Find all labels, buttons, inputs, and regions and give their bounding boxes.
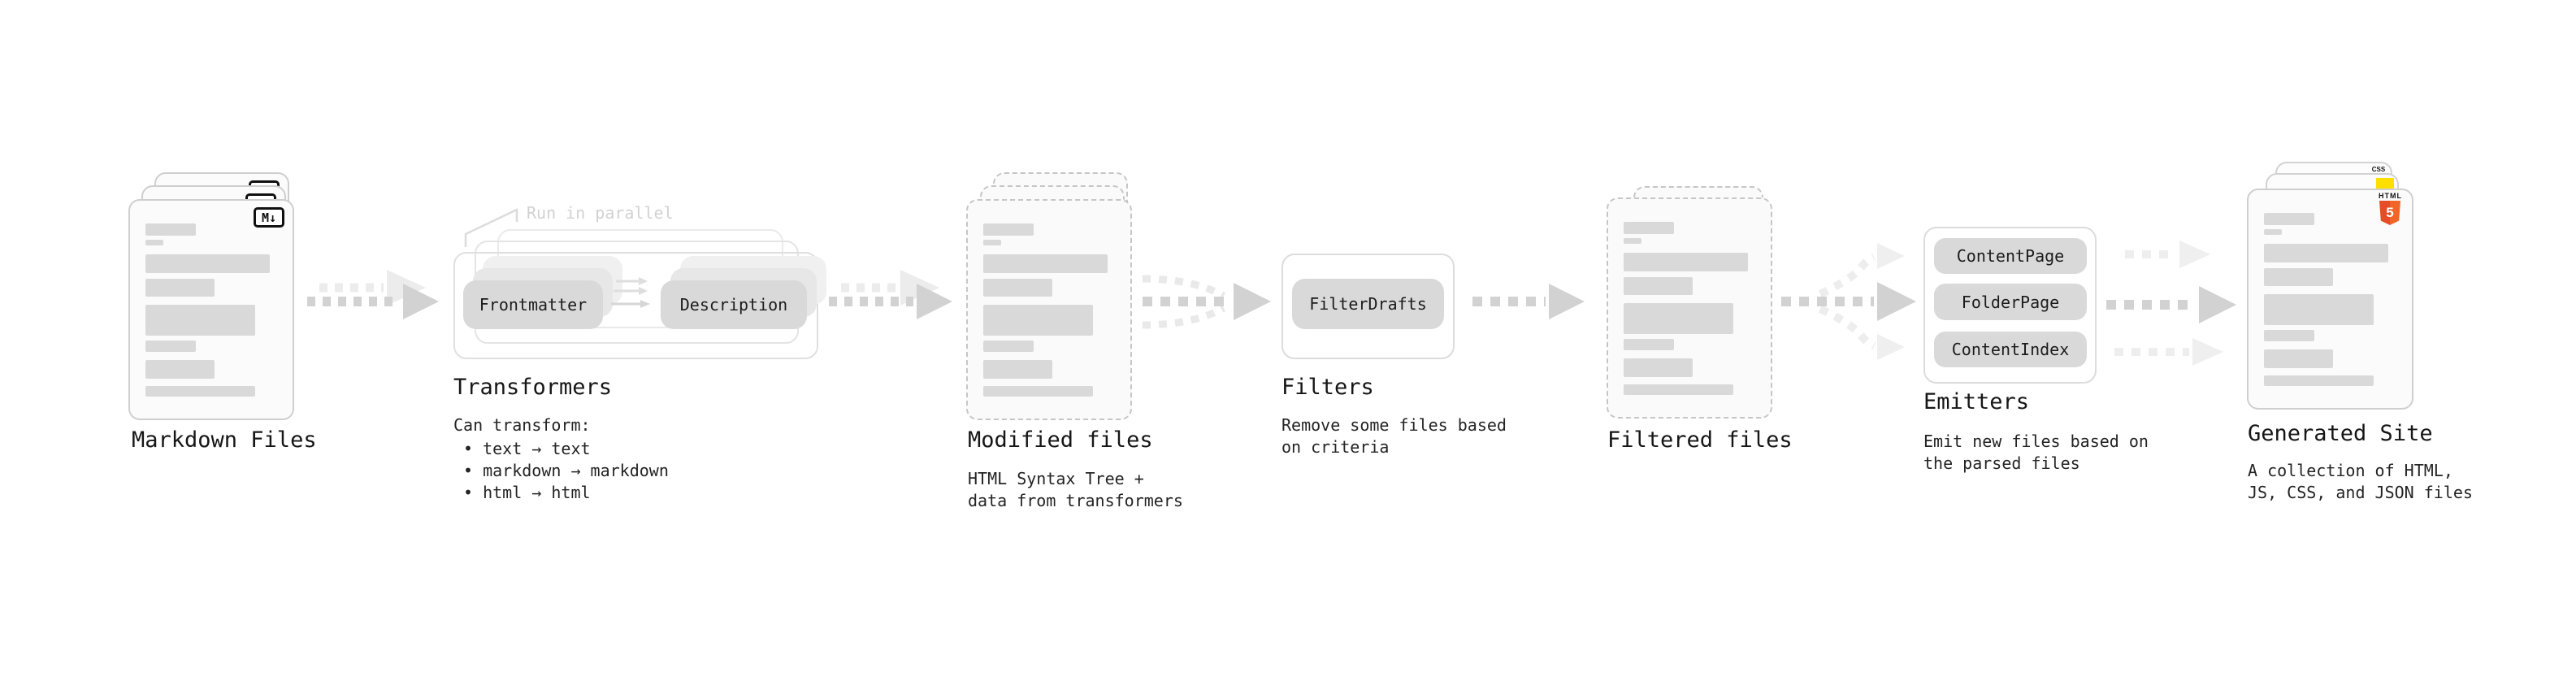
- markdown-file-card: M↓: [128, 199, 294, 420]
- text-line-placeholder: [1624, 384, 1733, 395]
- text-line-placeholder: [2264, 268, 2333, 286]
- transformer-container: [453, 252, 818, 359]
- transformers-note-title: Can transform:: [453, 415, 591, 435]
- text-line-placeholder: [983, 279, 1052, 297]
- text-line-placeholder: [1624, 277, 1693, 295]
- modified-files-label: Modified files: [968, 427, 1153, 453]
- text-line-placeholder: [1624, 222, 1674, 234]
- text-line-placeholder: [2264, 229, 2282, 235]
- text-line-placeholder: [2264, 375, 2374, 386]
- file-content-placeholder: [145, 223, 270, 397]
- text-line-placeholder: [1624, 303, 1733, 334]
- markdown-files-label: Markdown Files: [132, 427, 317, 453]
- text-line-placeholder: [145, 305, 255, 336]
- arrow-modified-to-filters: [1142, 275, 1271, 329]
- arrow-emitters-to-generated: [2106, 241, 2236, 366]
- description-transformer-chip: Description: [661, 280, 807, 329]
- text-line-placeholder: [1624, 238, 1641, 244]
- run-in-parallel-annotation: Run in parallel: [527, 203, 674, 223]
- arrow-filters-to-filtered: [1472, 284, 1585, 319]
- markdown-icon: M↓: [254, 207, 284, 228]
- contentindex-emitter-chip: ContentIndex: [1934, 332, 2087, 367]
- filtered-files-label: Filtered files: [1607, 427, 1793, 453]
- generated-site-note: JS, CSS, and JSON files: [2248, 483, 2473, 502]
- text-line-placeholder: [983, 305, 1093, 336]
- text-line-placeholder: [2264, 244, 2388, 262]
- text-line-placeholder: [145, 340, 196, 352]
- transformers-bullet: • markdown → markdown: [463, 461, 669, 480]
- modified-files-note: data from transformers: [968, 491, 1183, 510]
- arrow-filtered-to-emitters: [1781, 243, 1916, 360]
- modified-file-card: [966, 199, 1132, 420]
- modified-files-note: HTML Syntax Tree +: [968, 469, 1144, 488]
- transformers-bullet: • html → html: [463, 483, 591, 502]
- text-line-placeholder: [145, 254, 270, 273]
- arrow-transformers-to-modified: [829, 270, 952, 319]
- text-line-placeholder: [145, 223, 196, 236]
- text-line-placeholder: [145, 360, 215, 379]
- html-file-card: HTML 5: [2247, 189, 2413, 410]
- file-content-placeholder: [983, 223, 1108, 397]
- text-line-placeholder: [1624, 339, 1674, 350]
- emitters-note: the parsed files: [1923, 453, 2080, 473]
- text-line-placeholder: [145, 386, 255, 397]
- filters-note: on criteria: [1281, 437, 1390, 457]
- text-line-placeholder: [2264, 294, 2374, 325]
- file-content-placeholder: [1624, 222, 1748, 395]
- text-line-placeholder: [1624, 253, 1748, 271]
- filters-note: Remove some files based: [1281, 415, 1507, 435]
- frontmatter-transformer-chip: Frontmatter: [463, 280, 603, 329]
- text-line-placeholder: [2264, 330, 2314, 341]
- text-line-placeholder: [145, 240, 163, 245]
- emitters-label: Emitters: [1923, 389, 2030, 414]
- file-content-placeholder: [2264, 213, 2388, 386]
- emitters-note: Emit new files based on: [1923, 432, 2149, 451]
- text-line-placeholder: [1624, 358, 1693, 377]
- generated-site-note: A collection of HTML,: [2248, 461, 2453, 480]
- text-line-placeholder: [145, 279, 215, 297]
- text-line-placeholder: [983, 254, 1108, 273]
- text-line-placeholder: [983, 223, 1034, 236]
- generated-site-label: Generated Site: [2248, 421, 2433, 446]
- text-line-placeholder: [983, 360, 1052, 379]
- text-line-placeholder: [983, 340, 1034, 352]
- transformers-bullet: • text → text: [463, 439, 591, 458]
- text-line-placeholder: [2264, 349, 2333, 368]
- filterdrafts-chip: FilterDrafts: [1292, 279, 1444, 329]
- transformers-label: Transformers: [453, 375, 613, 400]
- html5-icon: HTML 5: [2379, 192, 2401, 225]
- text-line-placeholder: [983, 240, 1001, 245]
- html5-shield-icon: 5: [2379, 201, 2400, 225]
- arrow-markdown-to-transformers: [307, 270, 439, 319]
- js-icon: [2376, 178, 2394, 191]
- filters-label: Filters: [1281, 375, 1374, 400]
- contentpage-emitter-chip: ContentPage: [1934, 238, 2087, 274]
- text-line-placeholder: [2264, 213, 2314, 225]
- filtered-file-card: [1607, 197, 1772, 419]
- text-line-placeholder: [983, 386, 1093, 397]
- folderpage-emitter-chip: FolderPage: [1934, 284, 2087, 320]
